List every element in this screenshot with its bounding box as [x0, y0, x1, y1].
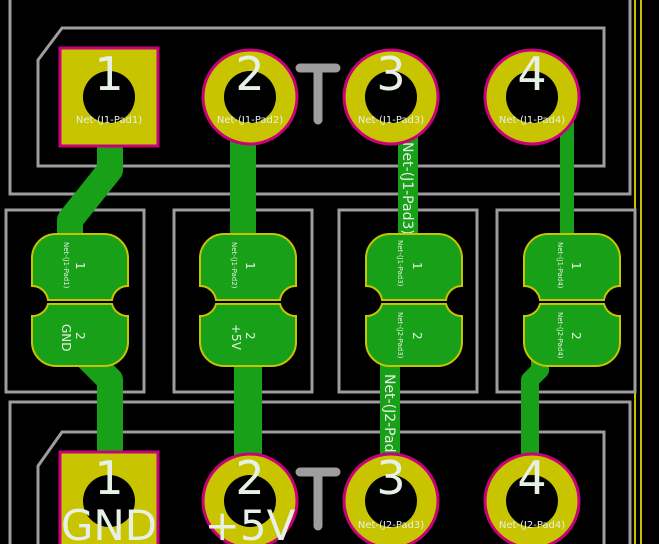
pad-number: 1 [94, 451, 123, 505]
top-connector-frame [8, 0, 632, 196]
pad-net: Net-(J1-Pad2) [217, 115, 283, 126]
drill-hole [83, 71, 135, 123]
drill-hole [83, 475, 135, 527]
pad-number: 4 [517, 47, 546, 101]
pad-number: 1 [94, 47, 123, 101]
pad-net: Net-(J2-Pad3) [358, 520, 424, 531]
connector-pad[interactable]: 1 Net-(J1-Pad1) [58, 46, 160, 148]
jumper-pad-1-net: Net-(J1-Pad3) [396, 240, 404, 287]
jumper-pad-2[interactable] [31, 303, 129, 367]
bottom-connector[interactable]: 1 GND 2 +5V 3 Net-(J2-Pad3) 4 Net-(J2-Pa… [58, 450, 581, 544]
trace-label-j2-pad3: Net-(J2-Pad3) [381, 374, 397, 467]
jumper-pad-1-number: 1 [569, 262, 583, 270]
pad-number: 4 [517, 451, 546, 505]
jumper-pad-2-net: +5V [229, 324, 243, 351]
bottom-connector-frame [8, 400, 632, 544]
pad-net: Net-(J1-Pad1) [76, 115, 142, 126]
pad-net: GND [61, 501, 157, 544]
jumper-pad-1-net: Net-(J1-Pad1) [62, 242, 70, 289]
pad-number: 2 [235, 47, 264, 101]
connector-pad[interactable]: 4 Net-(J1-Pad4) [483, 47, 581, 146]
pad-net: +5V [205, 501, 296, 544]
jumper-pad-1[interactable] [31, 233, 129, 301]
jumper-pad-2-net: Net-(J2-Pad4) [556, 312, 564, 359]
pad-number: 3 [376, 47, 405, 101]
drill-hole [365, 475, 417, 527]
jumper-pad-2-net: Net-(J2-Pad3) [396, 312, 404, 359]
jumper-pad-2-number: 2 [243, 332, 257, 340]
jumper-pad-2-number: 2 [569, 332, 583, 340]
connector-pad[interactable]: 2 Net-(J1-Pad2) [201, 47, 299, 146]
trace-label-j1-pad3: Net-(J1-Pad3) [399, 142, 415, 235]
bottom-connector-courtyard [36, 430, 606, 544]
jumper-pad-2-net: GND [59, 324, 73, 352]
jumper-pad-1[interactable] [199, 233, 297, 301]
jumper-pad-2[interactable] [365, 303, 463, 367]
top-t-marker [295, 63, 341, 125]
connector-pad[interactable]: 3 Net-(J2-Pad3) [342, 451, 440, 544]
connector-pad[interactable]: 3 Net-(J1-Pad3) [342, 47, 440, 146]
connector-pad[interactable]: 4 Net-(J2-Pad4) [483, 451, 581, 544]
jumper-pad-2-number: 2 [410, 332, 424, 340]
drill-hole [365, 71, 417, 123]
connector-pad[interactable]: 1 GND [58, 450, 160, 544]
jumper-pad-1[interactable] [523, 233, 621, 301]
pad-net: Net-(J1-Pad4) [499, 115, 565, 126]
silkscreen-layer [4, 0, 637, 544]
drill-hole [506, 71, 558, 123]
jumper-pad-1-net: Net-(J1-Pad2) [230, 242, 238, 289]
pad-net: Net-(J2-Pad4) [499, 520, 565, 531]
jumper-pad-1-net: Net-(J1-Pad4) [556, 242, 564, 289]
jumper-pad-1[interactable] [365, 233, 463, 301]
connector-pad[interactable]: 2 +5V [201, 451, 299, 544]
smd-jumper[interactable]: Net-(J1-Pad3) 1 2 Net-(J2-Pad3) [365, 233, 463, 367]
drill-hole [224, 71, 276, 123]
jumper-pad-1-number: 1 [410, 262, 424, 270]
bottom-t-marker [295, 467, 341, 531]
pad-net: Net-(J1-Pad3) [358, 115, 424, 126]
drill-hole [506, 475, 558, 527]
pad-number: 3 [376, 451, 405, 505]
smd-jumper[interactable]: Net-(J1-Pad4) 1 2 Net-(J2-Pad4) [523, 233, 621, 367]
smd-jumper[interactable]: Net-(J1-Pad1) 1 2 GND [31, 233, 129, 367]
drill-hole [224, 475, 276, 527]
smd-jumper[interactable]: Net-(J1-Pad2) 1 2 +5V [199, 233, 297, 367]
top-connector-courtyard [36, 26, 606, 168]
jumper-pad-1-number: 1 [73, 262, 87, 270]
jumper-pad-2-number: 2 [73, 332, 87, 340]
jumper-pad-1-number: 1 [243, 262, 257, 270]
jumper-pad-2[interactable] [523, 303, 621, 367]
top-connector[interactable]: 1 Net-(J1-Pad1) 2 Net-(J1-Pad2) 3 Net-(J… [58, 46, 581, 148]
pad-number: 2 [235, 451, 264, 505]
jumper-pad-2[interactable] [199, 303, 297, 367]
